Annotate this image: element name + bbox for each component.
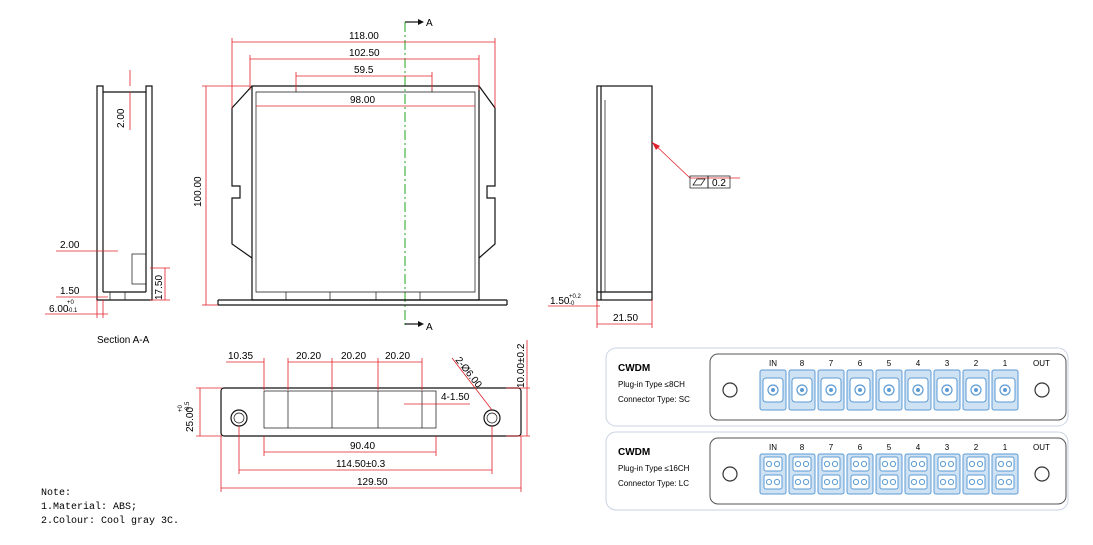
dim-bottom-pitch-2: 20.20 bbox=[341, 351, 366, 362]
port-7[interactable] bbox=[817, 453, 845, 495]
port-label: 1 bbox=[1003, 443, 1008, 452]
port-5[interactable] bbox=[875, 453, 903, 495]
port-7[interactable] bbox=[817, 369, 845, 411]
port-label: 6 bbox=[858, 443, 863, 452]
panel-left-screw bbox=[722, 382, 738, 398]
note-heading: Note: bbox=[41, 488, 72, 499]
panel-left-screw bbox=[722, 466, 738, 482]
dim-bottom-hole: 2-Ø6.00 bbox=[453, 355, 484, 391]
port-4[interactable] bbox=[904, 453, 932, 495]
dim-side-base-tol1: +0.2 bbox=[569, 294, 582, 300]
dim-section-tab: 17.50 bbox=[154, 275, 165, 300]
dim-section-base: 1.50 bbox=[60, 286, 80, 297]
dim-section-lip-tol2: -0.1 bbox=[67, 308, 78, 314]
port-1[interactable] bbox=[991, 453, 1019, 495]
dim-top-width-outer: 118.00 bbox=[349, 31, 379, 42]
port-label: 8 bbox=[800, 359, 805, 368]
port-2[interactable] bbox=[962, 369, 990, 411]
dim-section-wall-side: 2.00 bbox=[60, 240, 80, 251]
dim-bottom-height-tol1: +0 bbox=[178, 404, 184, 412]
cwdm-panel-1: CWDM Plug-in Type ≤8CH Connector Type: SC O… bbox=[605, 347, 1069, 427]
dim-inner-width: 98.00 bbox=[350, 95, 375, 106]
panel-out-label: OUT bbox=[1033, 443, 1050, 452]
dim-section-lip: 6.00 bbox=[49, 304, 69, 315]
port-4[interactable] bbox=[904, 369, 932, 411]
section-mark-top: A bbox=[426, 18, 433, 29]
dim-bottom-depth: 10.00±0.2 bbox=[516, 343, 527, 388]
dim-flatness: 0.2 bbox=[712, 178, 726, 189]
port-label: 3 bbox=[945, 443, 950, 452]
port-label: IN bbox=[769, 359, 777, 368]
dim-side-base: 1.50 bbox=[550, 296, 570, 307]
port-5[interactable] bbox=[875, 369, 903, 411]
dim-side-depth: 21.50 bbox=[613, 313, 638, 324]
port-IN[interactable] bbox=[759, 453, 787, 495]
port-1[interactable] bbox=[991, 369, 1019, 411]
port-IN[interactable] bbox=[759, 369, 787, 411]
port-6[interactable] bbox=[846, 453, 874, 495]
port-label: 6 bbox=[858, 359, 863, 368]
dim-top-width-inner: 102.50 bbox=[349, 48, 380, 59]
section-view: 2.00 2.00 17.50 1.50 6.00 +0 -0.1 Sectio… bbox=[45, 70, 170, 346]
section-mark-bottom: A bbox=[426, 322, 433, 333]
dim-bottom-span-1: 90.40 bbox=[350, 441, 375, 452]
dim-section-wall-top: 2.00 bbox=[116, 108, 127, 128]
dim-bottom-span-2: 114.50±0.3 bbox=[336, 459, 386, 470]
panel-out-label: OUT bbox=[1033, 359, 1050, 368]
panel-right-screw bbox=[1034, 466, 1050, 482]
port-label: 7 bbox=[829, 359, 834, 368]
port-8[interactable] bbox=[788, 453, 816, 495]
port-label: 5 bbox=[887, 443, 892, 452]
dim-bottom-height-tol2: -0.5 bbox=[185, 401, 191, 412]
port-label: 5 bbox=[887, 359, 892, 368]
port-label: 4 bbox=[916, 443, 921, 452]
port-label: 3 bbox=[945, 359, 950, 368]
note-colour: 2.Colour: Cool gray 3C. bbox=[41, 516, 180, 527]
dim-bottom-total: 129.50 bbox=[357, 477, 388, 488]
dim-bottom-pitch-1: 20.20 bbox=[296, 351, 321, 362]
port-2[interactable] bbox=[962, 453, 990, 495]
port-3[interactable] bbox=[933, 453, 961, 495]
panel-plugin-type: Plug-in Type ≤8CH bbox=[618, 380, 685, 389]
note-material: 1.Material: ABS; bbox=[41, 502, 138, 513]
port-label: 2 bbox=[974, 443, 979, 452]
dim-top-slot: 59.5 bbox=[354, 65, 374, 76]
panel-right-screw bbox=[1034, 382, 1050, 398]
cwdm-panel-2: CWDM Plug-in Type ≤16CH Connector Type: LC… bbox=[605, 431, 1069, 511]
side-view: 0.2 1.50 +0.2 -0 21.50 bbox=[548, 85, 740, 328]
cwdm-panels: CWDM Plug-in Type ≤8CH Connector Type: SC O… bbox=[605, 347, 1069, 511]
port-label: 8 bbox=[800, 443, 805, 452]
panel-title: CWDM bbox=[618, 447, 650, 458]
panel-title: CWDM bbox=[618, 363, 650, 374]
dim-bottom-height: 25.00 bbox=[185, 407, 196, 432]
port-label: 1 bbox=[1003, 359, 1008, 368]
port-8[interactable] bbox=[788, 369, 816, 411]
port-label: 4 bbox=[916, 359, 921, 368]
panel-plugin-type: Plug-in Type ≤16CH bbox=[618, 464, 690, 473]
dim-height: 100.00 bbox=[193, 176, 204, 207]
port-label: IN bbox=[769, 443, 777, 452]
port-3[interactable] bbox=[933, 369, 961, 411]
port-6[interactable] bbox=[846, 369, 874, 411]
section-caption: Section A-A bbox=[97, 335, 150, 346]
dim-bottom-slot: 4-1.50 bbox=[441, 392, 470, 403]
dim-bottom-edge: 10.35 bbox=[228, 351, 253, 362]
port-label: 7 bbox=[829, 443, 834, 452]
port-label: 2 bbox=[974, 359, 979, 368]
notes: Note: 1.Material: ABS; 2.Colour: Cool gr… bbox=[41, 487, 179, 529]
dim-section-lip-tol: +0 bbox=[67, 300, 75, 306]
dim-bottom-pitch-3: 20.20 bbox=[385, 351, 410, 362]
bottom-view: 10.35 20.20 20.20 20.20 2-Ø6.00 4-1.50 1… bbox=[178, 340, 530, 492]
front-view: A A 118.00 102.50 59.5 98.00 bbox=[193, 18, 508, 333]
dim-side-base-tol2: -0 bbox=[569, 301, 575, 307]
panel-connector-type: Connector Type: LC bbox=[618, 479, 689, 488]
panel-connector-type: Connector Type: SC bbox=[618, 395, 690, 404]
